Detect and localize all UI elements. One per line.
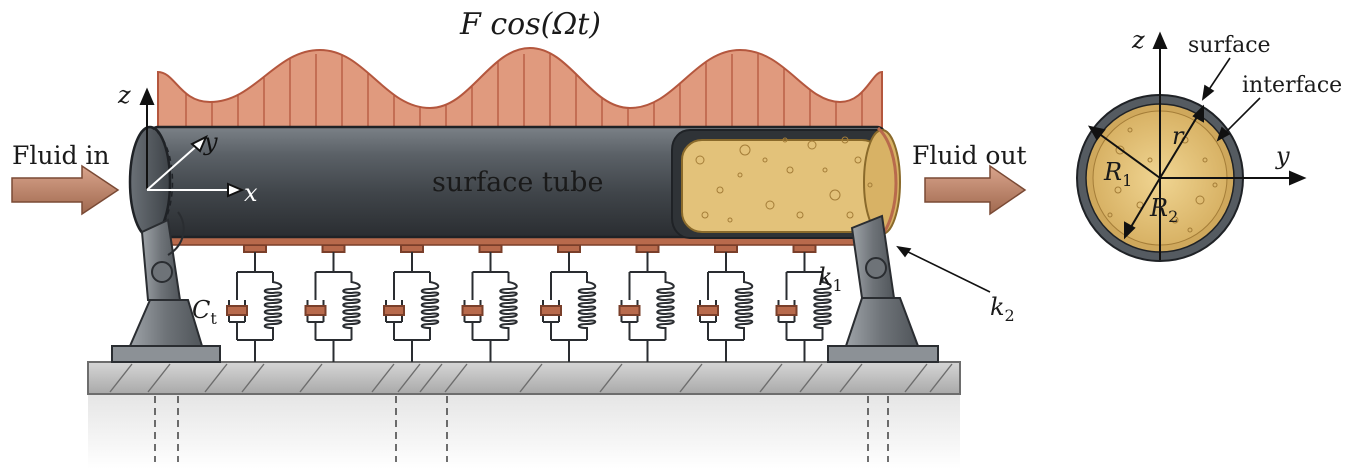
spring-damper-unit [618, 244, 675, 362]
cross-section [1076, 31, 1307, 262]
spring-damper-unit [226, 244, 283, 362]
spring1-label: k1 [818, 263, 843, 295]
xs-interface-label: interface [1242, 73, 1342, 98]
fluid-out-arrow [924, 164, 1027, 216]
spring-damper-unit [775, 244, 832, 362]
spring2-pointer [896, 245, 991, 293]
tube-axes [139, 87, 245, 198]
surface-tube [128, 125, 901, 246]
spring-damper-unit [383, 244, 440, 362]
spring-damper-supports [226, 244, 832, 362]
fluid-out-label: Fluid out [912, 141, 1027, 170]
spring-damper-unit [540, 244, 597, 362]
tube-label: surface tube [432, 167, 603, 198]
axis-z-label: z [117, 81, 131, 109]
ground [87, 361, 961, 469]
fluid-in-label: Fluid in [12, 141, 110, 170]
xs-R1-label: R1 [1103, 158, 1132, 190]
spring-damper-unit [304, 244, 361, 362]
distributed-load [157, 46, 883, 129]
left-stand [111, 211, 221, 363]
damper-label: Ct [192, 296, 217, 328]
spring2-label: k2 [990, 293, 1015, 325]
load-curve [157, 46, 883, 129]
xs-r-label: r [1172, 122, 1185, 150]
force-label: F cos(Ωt) [459, 7, 601, 42]
axis-y-label: y [203, 128, 218, 156]
spring-damper-unit [461, 244, 518, 362]
xs-R2-label: R2 [1149, 194, 1178, 226]
xs-axis-y-label: y [1275, 142, 1290, 170]
spring-damper-unit [697, 244, 754, 362]
axis-x-label: x [244, 179, 258, 207]
xs-surface-label: surface [1188, 33, 1271, 58]
fluid-in-arrow [11, 164, 120, 216]
xs-axis-z-label: z [1131, 26, 1145, 54]
right-stand [827, 214, 939, 363]
